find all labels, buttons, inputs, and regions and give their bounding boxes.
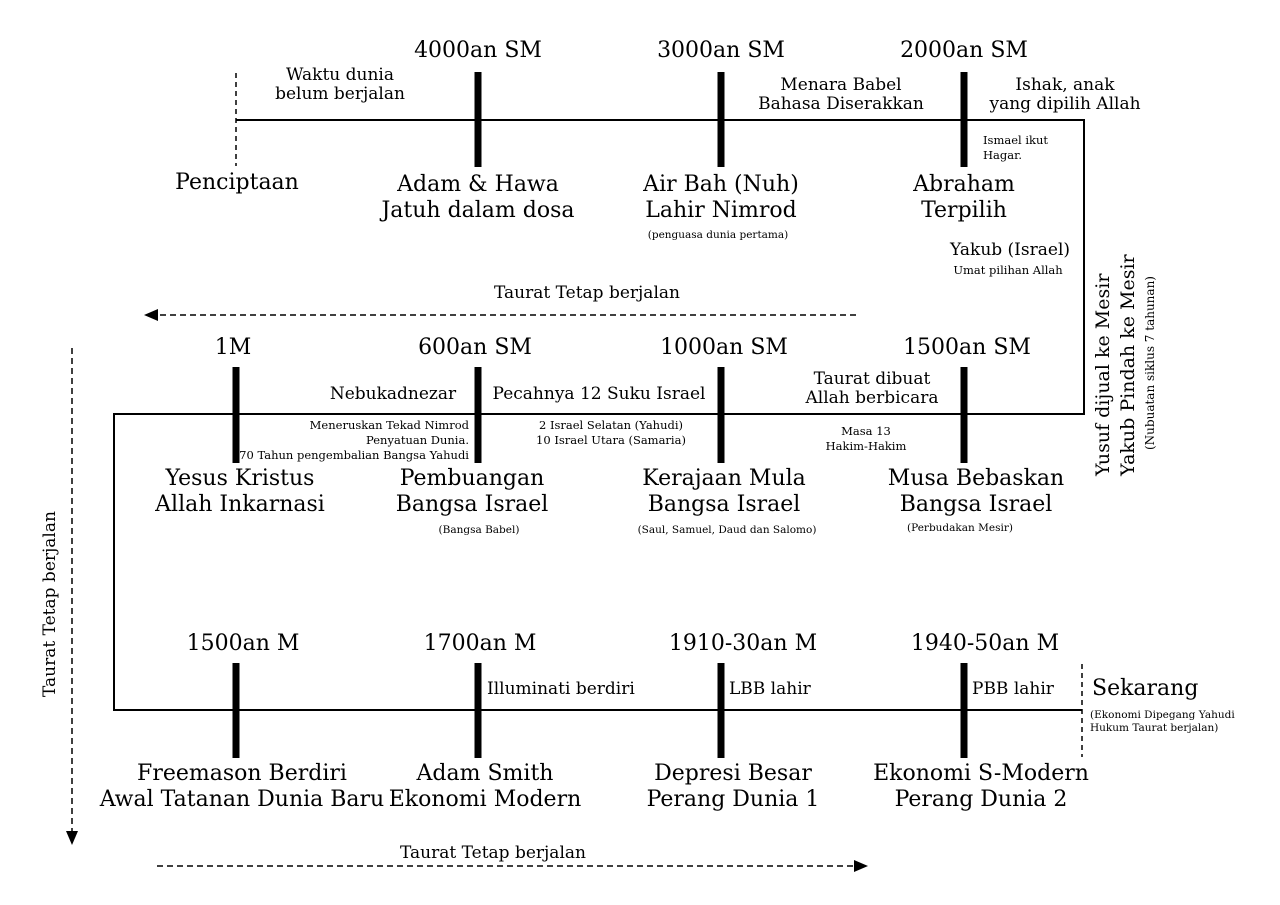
event-line: Ekonomi S-Modern [873,761,1089,786]
event-line: Musa Bebaskan [887,466,1065,491]
era-label-1500m: 1500an M [186,631,300,656]
event-line: Pembuangan [399,466,545,491]
event-adam-smith: Adam Smith Ekonomi Modern [389,761,582,814]
event-abraham: Abraham Terpilih [913,172,1015,225]
start-note-line: Waktu dunia [286,65,394,85]
note-yakub-sub: Umat pilihan Allah [953,263,1063,277]
mark-illuminati: Illuminati berdiri [487,679,635,699]
arrow-left-label: Taurat Tetap berjalan [40,511,60,697]
arrow-top-label: Taurat Tetap berjalan [494,283,680,303]
event-line: Adam & Hawa [397,172,559,197]
start-label-penciptaan: Penciptaan [175,170,299,195]
note-masa-hakim: Masa 13 Hakim-Hakim [826,424,907,454]
note-line: Taurat dibuat [813,369,931,389]
era-label-1940m: 1940-50an M [910,631,1060,656]
note-line: 2 Israel Selatan (Yahudi) [538,418,684,432]
era-label-3000sm: 3000an SM [657,38,785,63]
note-line: Masa 13 [841,424,891,438]
note-line: Allah berbicara [805,387,939,408]
event-ekonomi-s-modern: Ekonomi S-Modern Perang Dunia 2 [873,761,1089,814]
timeline-path [113,119,1085,711]
label-sekarang: Sekarang [1092,676,1199,701]
note-taurat-dibuat: Taurat dibuat Allah berbicara [806,370,939,407]
event-kerajaan-sub: (Saul, Samuel, Daud dan Salomo) [637,524,817,536]
start-note-line: belum berjalan [275,83,405,104]
note-split-israel: 2 Israel Selatan (Yahudi) 10 Israel Utar… [536,418,686,448]
note-line: 70 Tahun pengembalian Bangsa Yahudi [239,447,469,462]
event-yesus: Yesus Kristus Allah Inkarnasi [155,466,325,519]
arrow-bottom-label: Taurat Tetap berjalan [400,843,586,863]
event-line: Awal Tatanan Dunia Baru [99,787,385,813]
start-note: Waktu dunia belum berjalan [275,66,405,103]
era-label-2000sm: 2000an SM [900,38,1028,63]
note-line: Hagar. [983,147,1022,162]
era-label-4000sm: 4000an SM [414,38,542,63]
event-line: Abraham [913,172,1015,197]
mark-lbb: LBB lahir [729,679,811,699]
mark-pbb: PBB lahir [972,679,1054,699]
era-label-1700m: 1700an M [423,631,537,656]
note-ismael: Ismael ikut Hagar. [983,133,1048,163]
event-line: Adam Smith [416,761,554,786]
event-line: Bangsa Israel [395,492,549,518]
event-musa-sub: (Perbudakan Mesir) [907,522,1013,534]
note-sekarang: (Ekonomi Dipegang Yahudi Hukum Taurat be… [1090,709,1235,735]
note-menara-babel: Menara Babel Bahasa Diserakkan [758,76,924,113]
side-note-pindah: Yakub Pindah ke Mesir [1117,254,1139,476]
event-pembuangan-sub: (Bangsa Babel) [438,524,520,536]
event-line: Air Bah (Nuh) [643,172,799,197]
event-musa: Musa Bebaskan Bangsa Israel [888,466,1064,519]
era-label-1500sm: 1500an SM [903,335,1031,360]
note-line: Bahasa Diserakkan [758,93,924,114]
note-ishak: Ishak, anak yang dipilih Allah [989,76,1140,113]
event-freemason: Freemason Berdiri Awal Tatanan Dunia Bar… [100,761,384,814]
note-nebukadnezar: Nebukadnezar [329,384,457,404]
event-pembuangan: Pembuangan Bangsa Israel [396,466,549,519]
note-line: Hakim-Hakim [825,438,907,453]
event-line: Jatuh dalam dosa [381,198,575,224]
note-line: Menara Babel [780,75,902,95]
event-line: Bangsa Israel [899,492,1053,518]
era-label-1910m: 1910-30an M [668,631,818,656]
note-yakub: Yakub (Israel) [949,240,1071,260]
side-note-yusuf: Yusuf dijual ke Mesir [1092,273,1114,476]
era-label-600sm: 600an SM [418,335,532,360]
event-line: Freemason Berdiri [137,761,347,786]
note-line: Meneruskan Tekad Nimrod [309,418,469,432]
era-label-1000sm: 1000an SM [660,335,788,360]
note-line: 10 Israel Utara (Samaria) [536,432,686,447]
note-line: (Ekonomi Dipegang Yahudi [1090,709,1235,721]
event-line: Lahir Nimrod [645,198,797,224]
event-line: Yesus Kristus [165,466,315,491]
event-adam-hawa: Adam & Hawa Jatuh dalam dosa [381,172,574,225]
note-pecahnya: Pecahnya 12 Suku Israel [492,384,706,404]
side-note-nubuatan: (Nubuatan siklus 7 tahunan) [1143,276,1157,450]
event-line: Bangsa Israel [647,492,801,518]
event-line: Terpilih [921,198,1007,224]
note-nebu-details: Meneruskan Tekad Nimrod Penyatuan Dunia.… [239,418,469,463]
note-line: Ishak, anak [1015,75,1115,95]
era-label-1m: 1M [214,335,252,360]
event-line: Ekonomi Modern [388,787,582,813]
event-line: Allah Inkarnasi [155,492,325,518]
event-line: Depresi Besar [654,761,812,786]
note-line: Ismael ikut [983,133,1049,147]
note-line: Hukum Taurat berjalan) [1090,722,1219,735]
event-line: Perang Dunia 1 [646,787,820,813]
event-line: Kerajaan Mula [642,466,806,491]
note-line: Penyatuan Dunia. [366,432,469,447]
event-depresi: Depresi Besar Perang Dunia 1 [647,761,820,814]
event-air-bah-sub: (penguasa dunia pertama) [647,229,789,241]
event-line: Perang Dunia 2 [894,787,1068,813]
event-air-bah: Air Bah (Nuh) Lahir Nimrod [643,172,799,225]
event-kerajaan: Kerajaan Mula Bangsa Israel [642,466,806,519]
note-line: yang dipilih Allah [989,93,1141,114]
